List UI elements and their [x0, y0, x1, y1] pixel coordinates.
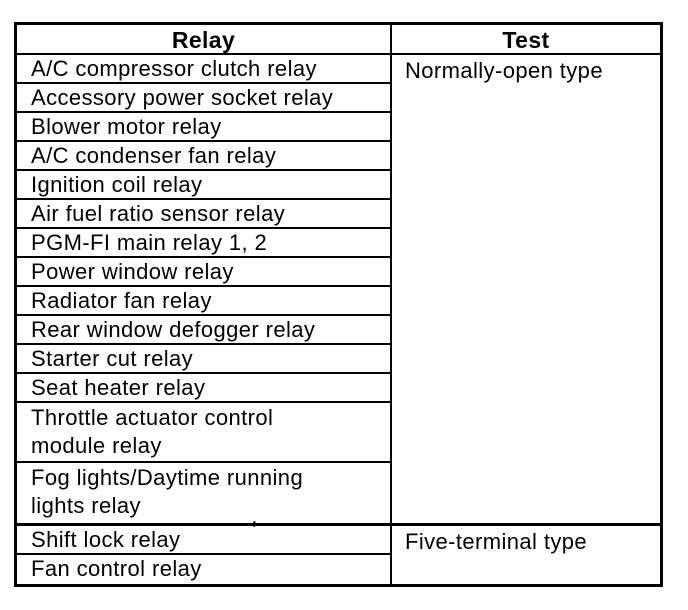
- relay-cell: Starter cut relay: [17, 345, 390, 374]
- relay-cell: A/C compressor clutch relay: [17, 55, 390, 84]
- column-header-relay: Relay: [17, 25, 392, 53]
- relay-cell: Shift lock relay: [17, 526, 390, 555]
- relay-cell: Fan control relay: [31, 556, 202, 581]
- relay-cell: Seat heater relay: [17, 374, 390, 403]
- relay-column: Shift lock relay Fan control relay: [17, 526, 392, 584]
- relay-cell: PGM-FI main relay 1, 2: [17, 229, 390, 258]
- test-cell-normally-open: Normally-open type: [405, 58, 603, 83]
- relay-group-five-terminal: Shift lock relay Fan control relay Five-…: [17, 523, 660, 584]
- relay-group-normally-open: A/C compressor clutch relay Accessory po…: [17, 55, 660, 523]
- relay-cell: Fog lights/Daytime running lights relay: [31, 465, 304, 518]
- relay-cell: Ignition coil relay: [17, 171, 390, 200]
- relay-cell: Air fuel ratio sensor relay: [17, 200, 390, 229]
- relay-cell: Radiator fan relay: [17, 287, 390, 316]
- relay-cell: Power window relay: [17, 258, 390, 287]
- relay-test-table: Relay Test A/C compressor clutch relay A…: [14, 22, 663, 587]
- relay-cell: Accessory power socket relay: [17, 84, 390, 113]
- relay-cell: Throttle actuator control module relay: [17, 403, 390, 463]
- relay-cell: Rear window defogger relay: [17, 316, 390, 345]
- stray-comma-scan-mark: ,: [251, 503, 258, 530]
- relay-column: A/C compressor clutch relay Accessory po…: [17, 55, 392, 523]
- relay-cell: Blower motor relay: [17, 113, 390, 142]
- relay-cell: A/C condenser fan relay: [17, 142, 390, 171]
- table-header-row: Relay Test: [17, 25, 660, 55]
- column-header-test: Test: [502, 27, 550, 53]
- test-cell-five-terminal: Five-terminal type: [405, 529, 588, 554]
